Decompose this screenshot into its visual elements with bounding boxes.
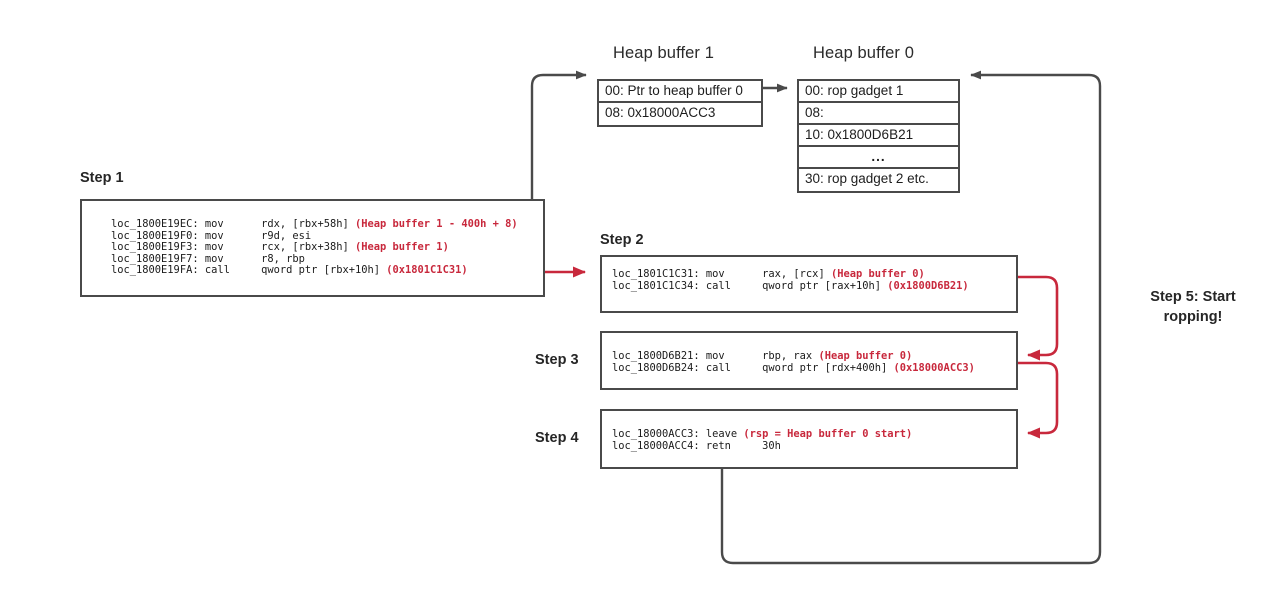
- step-2-label: Step 2: [600, 232, 644, 248]
- code-annotation: (0x18000ACC3): [893, 361, 975, 374]
- step-4-code-box: loc_18000ACC3: leave (rsp = Heap buffer …: [600, 409, 1018, 469]
- code-line: loc_18000ACC4: retn 30h: [612, 440, 781, 452]
- code-line: loc_1800E19F7: mov r8, rbp: [111, 253, 305, 265]
- heap-buffer-0-table: 00: rop gadget 1 08: 10: 0x1800D6B21 ...…: [797, 79, 960, 193]
- code-text: loc_1801C1C34: call qword ptr [rax+10h]: [612, 279, 888, 292]
- code-text: loc_1800E19FA: call qword ptr [rbx+10h]: [111, 264, 387, 277]
- code-annotation: (0x1801C1C31): [386, 264, 468, 277]
- step-5-line-2: ropping!: [1163, 308, 1223, 325]
- code-line: loc_1801C1C31: mov rax, [rcx] (Heap buff…: [612, 268, 925, 280]
- code-line: loc_1800E19EC: mov rdx, [rbx+58h] (Heap …: [111, 218, 518, 230]
- heap-buffer-1-table: 00: Ptr to heap buffer 0 08: 0x18000ACC3: [597, 79, 763, 127]
- code-line: loc_1800D6B24: call qword ptr [rdx+400h]…: [612, 362, 975, 374]
- code-annotation: (Heap buffer 1): [354, 241, 449, 254]
- step-1-label: Step 1: [80, 170, 124, 186]
- code-line: loc_18000ACC3: leave (rsp = Heap buffer …: [612, 428, 912, 440]
- code-annotation: (Heap buffer 0): [818, 350, 913, 362]
- code-text: loc_1800E19EC: mov rdx, [rbx+58h]: [111, 218, 355, 230]
- code-text: loc_1800E19F0: mov r9d, esi: [111, 229, 312, 242]
- code-annotation: (Heap buffer 0): [830, 268, 925, 280]
- code-line: loc_1800D6B21: mov rbp, rax (Heap buffer…: [612, 350, 912, 362]
- code-line: loc_1800E19FA: call qword ptr [rbx+10h] …: [111, 264, 468, 277]
- step-3-code-box: loc_1800D6B21: mov rbp, rax (Heap buffer…: [600, 331, 1018, 390]
- memory-row: 00: Ptr to heap buffer 0: [599, 81, 761, 103]
- code-text: loc_1800E19F7: mov r8, rbp: [111, 252, 305, 265]
- code-annotation: (0x1800D6B21): [887, 279, 969, 292]
- memory-row: 08:: [799, 103, 958, 125]
- code-text: loc_18000ACC3: leave: [612, 428, 744, 440]
- step-3-label: Step 3: [535, 352, 579, 368]
- code-text: loc_18000ACC4: retn 30h: [612, 439, 781, 452]
- step-4-label: Step 4: [535, 430, 579, 446]
- step-5-line-1: Step 5: Start: [1150, 289, 1236, 305]
- code-text: loc_1800E19F3: mov rcx, [rbx+38h]: [111, 241, 355, 254]
- code-line: loc_1801C1C34: call qword ptr [rax+10h] …: [612, 280, 969, 292]
- code-annotation: (rsp = Heap buffer 0 start): [743, 428, 913, 440]
- memory-row: 08: 0x18000ACC3: [605, 105, 716, 120]
- step-1-code-box: loc_1800E19EC: mov rdx, [rbx+58h] (Heap …: [80, 199, 545, 297]
- code-text: loc_1800D6B24: call qword ptr [rdx+400h]: [612, 361, 894, 374]
- heap-buffer-1-title: Heap buffer 1: [613, 44, 714, 62]
- code-line: loc_1800E19F3: mov rcx, [rbx+38h] (Heap …: [111, 241, 449, 253]
- code-text: loc_1801C1C31: mov rax, [rcx]: [612, 268, 831, 280]
- memory-row: 10: 0x1800D6B21: [799, 125, 958, 147]
- heap-buffer-0-title: Heap buffer 0: [813, 44, 914, 62]
- code-line: loc_1800E19F0: mov r9d, esi: [111, 230, 311, 242]
- code-text: loc_1800D6B21: mov rbp, rax: [612, 350, 819, 362]
- memory-row: 30: rop gadget 2 etc.: [805, 171, 929, 186]
- step-5-note: Step 5: Start ropping!: [1118, 288, 1268, 327]
- memory-row-ellipsis: ...: [799, 147, 958, 169]
- memory-row: 00: rop gadget 1: [799, 81, 958, 103]
- code-annotation: (Heap buffer 1 - 400h + 8): [354, 218, 518, 230]
- step-2-code-box: loc_1801C1C31: mov rax, [rcx] (Heap buff…: [600, 255, 1018, 313]
